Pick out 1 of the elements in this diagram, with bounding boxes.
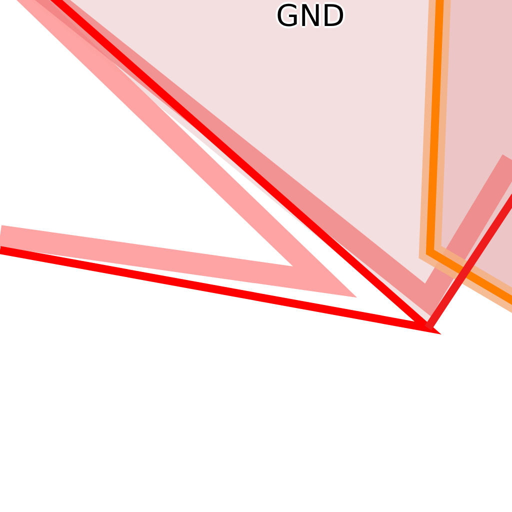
net-label: GND [276, 0, 345, 34]
